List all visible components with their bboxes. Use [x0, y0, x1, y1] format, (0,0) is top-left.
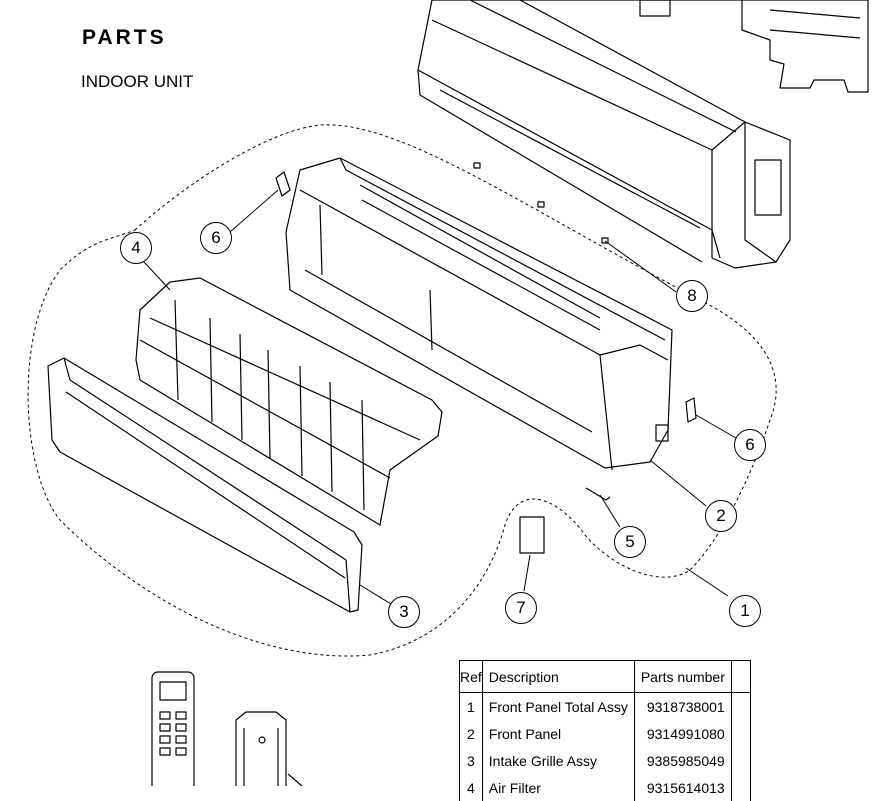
callout-6-lower: 6: [734, 429, 766, 461]
callout-7: 7: [505, 592, 537, 624]
indoor-unit-chassis-drawing: [417, 0, 869, 269]
part-number-cell: 9314991080: [633, 720, 732, 747]
description-cell: Front Panel: [481, 720, 635, 747]
table-row: 4 Air Filter 9315614013: [459, 774, 751, 801]
page-title: PARTS: [82, 26, 167, 49]
blank-header-cell: [730, 660, 751, 693]
callout-1: 1: [729, 595, 761, 627]
part-number-cell: 9318738001: [633, 692, 732, 720]
intake-grille-drawing: [47, 357, 363, 613]
part-number-cell: 9385985049: [633, 747, 732, 774]
callout-2: 2: [705, 500, 737, 532]
air-filter-drawing: [135, 277, 443, 526]
table-row: 3 Intake Grille Assy 9385985049: [459, 747, 751, 774]
callout-4: 4: [120, 232, 152, 264]
ref-cell: 2: [459, 720, 483, 747]
ref-cell: 1: [459, 692, 483, 720]
page-subtitle: INDOOR UNIT: [81, 72, 194, 91]
ref-cell: 4: [459, 774, 483, 801]
description-header: Description: [481, 660, 635, 693]
blank-cell: [730, 692, 751, 720]
remote-control-drawing: [151, 671, 195, 786]
blank-cell: [730, 720, 751, 747]
parts-table-header: Ref Description Parts number: [459, 660, 751, 693]
blank-cell: [730, 774, 751, 801]
front-panel-drawing: [285, 157, 673, 471]
table-row: 2 Front Panel 9314991080: [459, 720, 751, 747]
remote-holder-drawing: [235, 711, 303, 786]
blank-cell: [730, 747, 751, 774]
ref-cell: 3: [459, 747, 483, 774]
table-row: 1 Front Panel Total Assy 9318738001: [459, 692, 751, 720]
ref-header: Ref: [459, 660, 483, 693]
screws-part-8: [473, 162, 609, 244]
callout-leader-lines: [143, 189, 737, 605]
part-7-drawing: [519, 516, 545, 554]
part-number-header: Parts number: [633, 660, 732, 693]
clip-part-6-upper: [275, 171, 291, 197]
parts-table: Ref Description Parts number 1 Front Pan…: [459, 660, 751, 801]
clip-part-6-lower: [685, 397, 697, 423]
callout-5: 5: [614, 526, 646, 558]
description-cell: Intake Grille Assy: [481, 747, 635, 774]
callout-8: 8: [676, 280, 708, 312]
description-cell: Air Filter: [481, 774, 635, 801]
callout-3: 3: [388, 596, 420, 628]
sensor-part-5: [585, 487, 611, 501]
callout-6-upper: 6: [200, 222, 232, 254]
description-cell: Front Panel Total Assy: [481, 692, 635, 720]
part-number-cell: 9315614013: [633, 774, 732, 801]
